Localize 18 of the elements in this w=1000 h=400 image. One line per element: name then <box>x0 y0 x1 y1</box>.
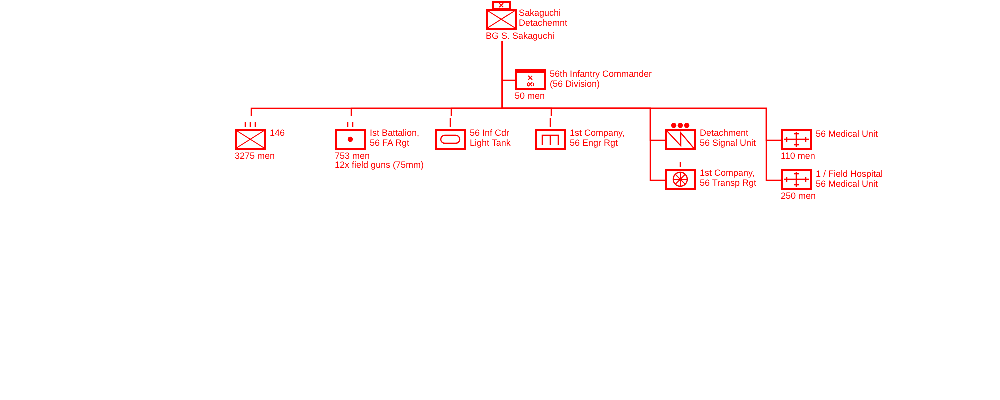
unit-caption: 3275 men <box>235 151 276 161</box>
unit-label: 56 Inf Cdr Light Tank <box>470 128 512 148</box>
unit-label: 1st Company, 56 Transp Rgt <box>700 168 758 188</box>
unit-label: 1 / Field Hospital 56 Medical Unit <box>816 169 884 189</box>
unit-caption: 250 men <box>781 191 816 201</box>
unit-label: 56th Infantry Commander (56 Division) <box>550 69 654 89</box>
unit-caption: 12x field guns (75mm) <box>335 160 424 170</box>
unit-label: 146 <box>270 128 286 138</box>
unit-caption: 110 men <box>781 151 816 161</box>
unit-caption: BG S. Sakaguchi <box>486 31 555 41</box>
unit-label: Sakaguchi Detachemnt <box>519 8 569 28</box>
unit-label: Ist Battalion, 56 FA Rgt <box>370 128 421 148</box>
unit-caption: 753 men <box>335 151 370 161</box>
connector-line <box>502 41 781 182</box>
unit-caption: 50 men <box>515 91 546 101</box>
unit-label: 56 Medical Unit <box>816 129 880 139</box>
unit-label: Detachment 56 Signal Unit <box>700 128 758 148</box>
unit-label: 1st Company, 56 Engr Rgt <box>570 128 626 148</box>
